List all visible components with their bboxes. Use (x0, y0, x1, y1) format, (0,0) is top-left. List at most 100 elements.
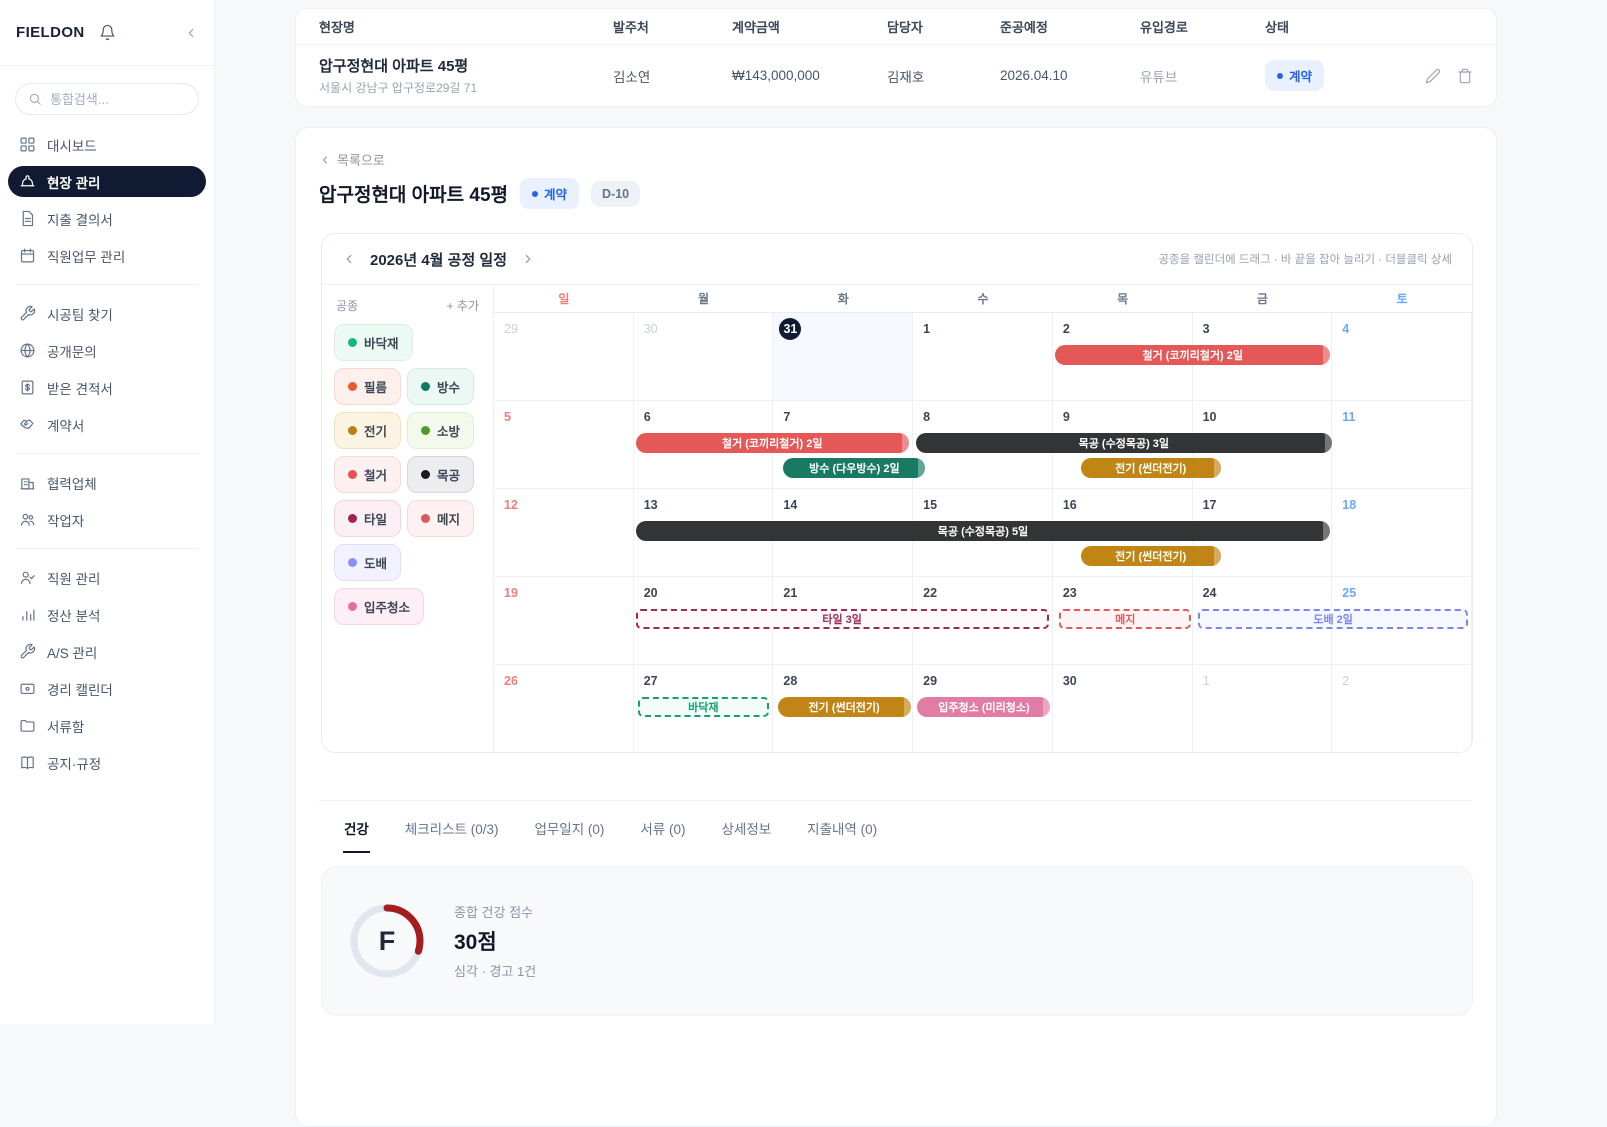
calendar-day-cell[interactable]: 11 (1332, 401, 1472, 488)
calendar-day-cell[interactable]: 28 (773, 665, 914, 752)
calendar-day-cell[interactable]: 17 (1193, 489, 1333, 576)
trade-chip[interactable]: 도배 (334, 544, 402, 581)
sidebar-item-received-quotes[interactable]: 받은 견적서 (8, 372, 206, 403)
schedule-bar[interactable]: 바닥재 (637, 697, 769, 717)
sidebar-item-dashboard[interactable]: 대시보드 (8, 129, 206, 160)
calendar-day-cell[interactable]: 4 (1332, 313, 1472, 400)
sidebar-item-label: 서류함 (47, 719, 85, 735)
calendar-day-cell[interactable]: 27 (634, 665, 774, 752)
trade-chip-label: 도배 (364, 557, 388, 571)
trade-chip[interactable]: 메지 (407, 500, 475, 537)
brand-logo: FIELDON (16, 24, 85, 41)
calendar-day-cell[interactable]: 26 (494, 665, 634, 752)
trade-chip[interactable]: 전기 (334, 412, 402, 449)
site-table-row[interactable]: 압구정현대 아파트 45평 서울시 강남구 압구정로29길 71 김소연 ₩14… (296, 45, 1496, 106)
calendar-day-cell[interactable]: 2 (1332, 665, 1472, 752)
sidebar-item-partners[interactable]: 협력업체 (8, 467, 206, 498)
schedule-bar[interactable]: 목공 (수정목공) 5일 (635, 521, 1331, 541)
calendar-prev-icon[interactable] (342, 252, 356, 266)
sidebar-item-notices[interactable]: 공지·규정 (8, 747, 206, 778)
schedule-bar[interactable]: 입주청소 (미리청소) (917, 697, 1051, 717)
calendar-day-cell[interactable]: 5 (494, 401, 634, 488)
calendar-day-cell[interactable]: 30 (634, 313, 774, 400)
schedule-bar[interactable]: 도배 2일 (1198, 609, 1469, 629)
calendar-day-cell[interactable]: 7 (773, 401, 914, 488)
global-search[interactable] (15, 83, 199, 115)
folder-icon (19, 717, 36, 734)
calendar-day-cell[interactable]: 18 (1332, 489, 1472, 576)
day-number: 17 (1202, 498, 1217, 512)
calendar-day-cell[interactable]: 31 (773, 313, 914, 400)
sidebar-item-settlement-analysis[interactable]: 정산 분석 (8, 599, 206, 630)
trade-chip[interactable]: 바닥재 (334, 324, 413, 361)
schedule-bar[interactable]: 전기 (썬더전기) (777, 697, 911, 717)
search-input[interactable] (50, 91, 170, 107)
tab-서류0[interactable]: 서류 (0) (640, 822, 686, 837)
edit-icon[interactable] (1425, 68, 1441, 84)
sidebar-item-documents[interactable]: 서류함 (8, 710, 206, 741)
calendar-day-cell[interactable]: 29 (913, 665, 1053, 752)
calendar-next-icon[interactable] (521, 252, 535, 266)
tab-지출내역0[interactable]: 지출내역 (0) (807, 822, 878, 837)
weekday-label: 월 (698, 292, 710, 306)
schedule-bar[interactable]: 전기 (썬더전기) (1080, 458, 1221, 478)
calendar-day-cell[interactable]: 3 (1193, 313, 1333, 400)
sidebar-item-contracts[interactable]: 계약서 (8, 409, 206, 440)
tab-건강[interactable]: 건강 (343, 801, 370, 853)
schedule-bar[interactable]: 목공 (수정목공) 3일 (915, 433, 1333, 453)
trade-color-dot (421, 426, 431, 435)
calendar-day-cell[interactable]: 30 (1053, 665, 1193, 752)
calendar-day-cell[interactable]: 1 (1193, 665, 1333, 752)
calendar-day-cell[interactable]: 25 (1332, 577, 1472, 664)
trade-add-button[interactable]: + 추가 (446, 299, 479, 313)
sidebar-item-accounting-calendar[interactable]: 경리 캘린더 (8, 673, 206, 704)
trade-chip[interactable]: 소방 (407, 412, 475, 449)
sidebar-collapse-icon[interactable] (184, 26, 198, 40)
schedule-bar[interactable]: 메지 (1059, 609, 1192, 629)
schedule-bar[interactable]: 타일 3일 (635, 609, 1049, 629)
sidebar-item-site-management[interactable]: 현장 관리 (8, 166, 206, 197)
sidebar-item-public-inquiry[interactable]: 공개문의 (8, 335, 206, 366)
trade-panel-title: 공종 (336, 299, 359, 313)
bell-icon[interactable] (99, 24, 116, 41)
calendar-day-cell[interactable]: 19 (494, 577, 634, 664)
calendar-day-cell[interactable]: 12 (494, 489, 634, 576)
trade-color-dot (348, 514, 357, 523)
tab-업무일지0[interactable]: 업무일지 (0) (534, 822, 605, 837)
schedule-bar-label: 방수 (다우방수) 2일 (809, 463, 900, 475)
trade-chip[interactable]: 타일 (334, 500, 402, 537)
sidebar-item-label: 작업자 (47, 513, 85, 529)
schedule-bar[interactable]: 철거 (코끼리철거) 2일 (635, 433, 909, 453)
detail-status-badge: 계약 (520, 178, 580, 209)
day-number: 26 (504, 674, 518, 688)
sidebar-item-expense-report[interactable]: 지출 결의서 (8, 203, 206, 234)
trade-chip[interactable]: 입주청소 (334, 588, 425, 625)
calendar-day-cell[interactable]: 22 (913, 577, 1053, 664)
trade-chip[interactable]: 목공 (407, 456, 475, 493)
calendar-day-cell[interactable]: 1 (913, 313, 1053, 400)
sidebar-item-find-crew[interactable]: 시공팀 찾기 (8, 298, 206, 329)
trade-chip-label: 입주청소 (364, 601, 411, 615)
page-title: 압구정현대 아파트 45평 (319, 185, 509, 206)
user-check-icon (19, 569, 36, 586)
sidebar-item-as-management[interactable]: A/S 관리 (8, 636, 206, 667)
schedule-bar[interactable]: 전기 (썬더전기) (1080, 546, 1221, 566)
schedule-bar[interactable]: 방수 (다우방수) 2일 (783, 458, 926, 478)
sidebar-item-workers[interactable]: 작업자 (8, 504, 206, 535)
trade-color-dot (421, 470, 431, 479)
tab-상세정보[interactable]: 상세정보 (721, 822, 772, 837)
trade-chip[interactable]: 필름 (334, 368, 402, 405)
delete-icon[interactable] (1457, 68, 1473, 84)
day-number: 23 (1062, 586, 1077, 600)
back-to-list-link[interactable]: 목록으로 (319, 150, 385, 169)
trade-chip[interactable]: 방수 (407, 368, 475, 405)
schedule-bar[interactable]: 철거 (코끼리철거) 2일 (1055, 345, 1331, 365)
schedule-bar-label: 바닥재 (688, 702, 719, 714)
tab-체크리스트03[interactable]: 체크리스트 (0/3) (404, 822, 499, 837)
card-icon (19, 680, 36, 697)
calendar-day-cell[interactable]: 29 (494, 313, 634, 400)
sidebar-item-staff-task-management[interactable]: 직원업무 관리 (8, 240, 206, 271)
sidebar-item-employee-management[interactable]: 직원 관리 (8, 562, 206, 593)
calendar-day-cell[interactable]: 23 (1053, 577, 1193, 664)
trade-chip[interactable]: 철거 (334, 456, 402, 493)
